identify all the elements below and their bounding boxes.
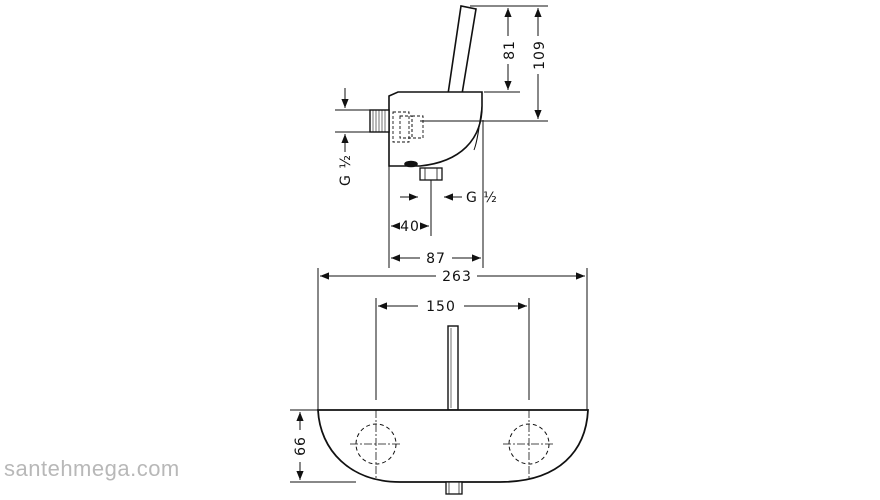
dim-40: 40 — [400, 219, 420, 235]
dim-66: 66 — [293, 436, 309, 456]
mixer-body-side — [388, 91, 483, 167]
dim-87: 87 — [426, 251, 446, 267]
mixer-body-front — [317, 409, 589, 483]
outlet-thread — [419, 167, 443, 181]
watermark: santehmega.com — [4, 456, 180, 481]
spout — [447, 325, 459, 411]
side-view — [369, 5, 483, 181]
inlet-thread — [369, 109, 390, 133]
dim-150: 150 — [426, 299, 456, 315]
dim-outlet-thread: G ½ — [466, 190, 498, 206]
front-dimensions — [290, 268, 588, 483]
lever — [447, 5, 477, 95]
front-view — [317, 325, 589, 495]
dim-109: 109 — [532, 40, 548, 70]
side-dimensions — [335, 5, 548, 268]
dim-81: 81 — [502, 40, 518, 60]
dim-inlet-thread: G ½ — [338, 154, 354, 186]
dim-263: 263 — [442, 269, 472, 285]
